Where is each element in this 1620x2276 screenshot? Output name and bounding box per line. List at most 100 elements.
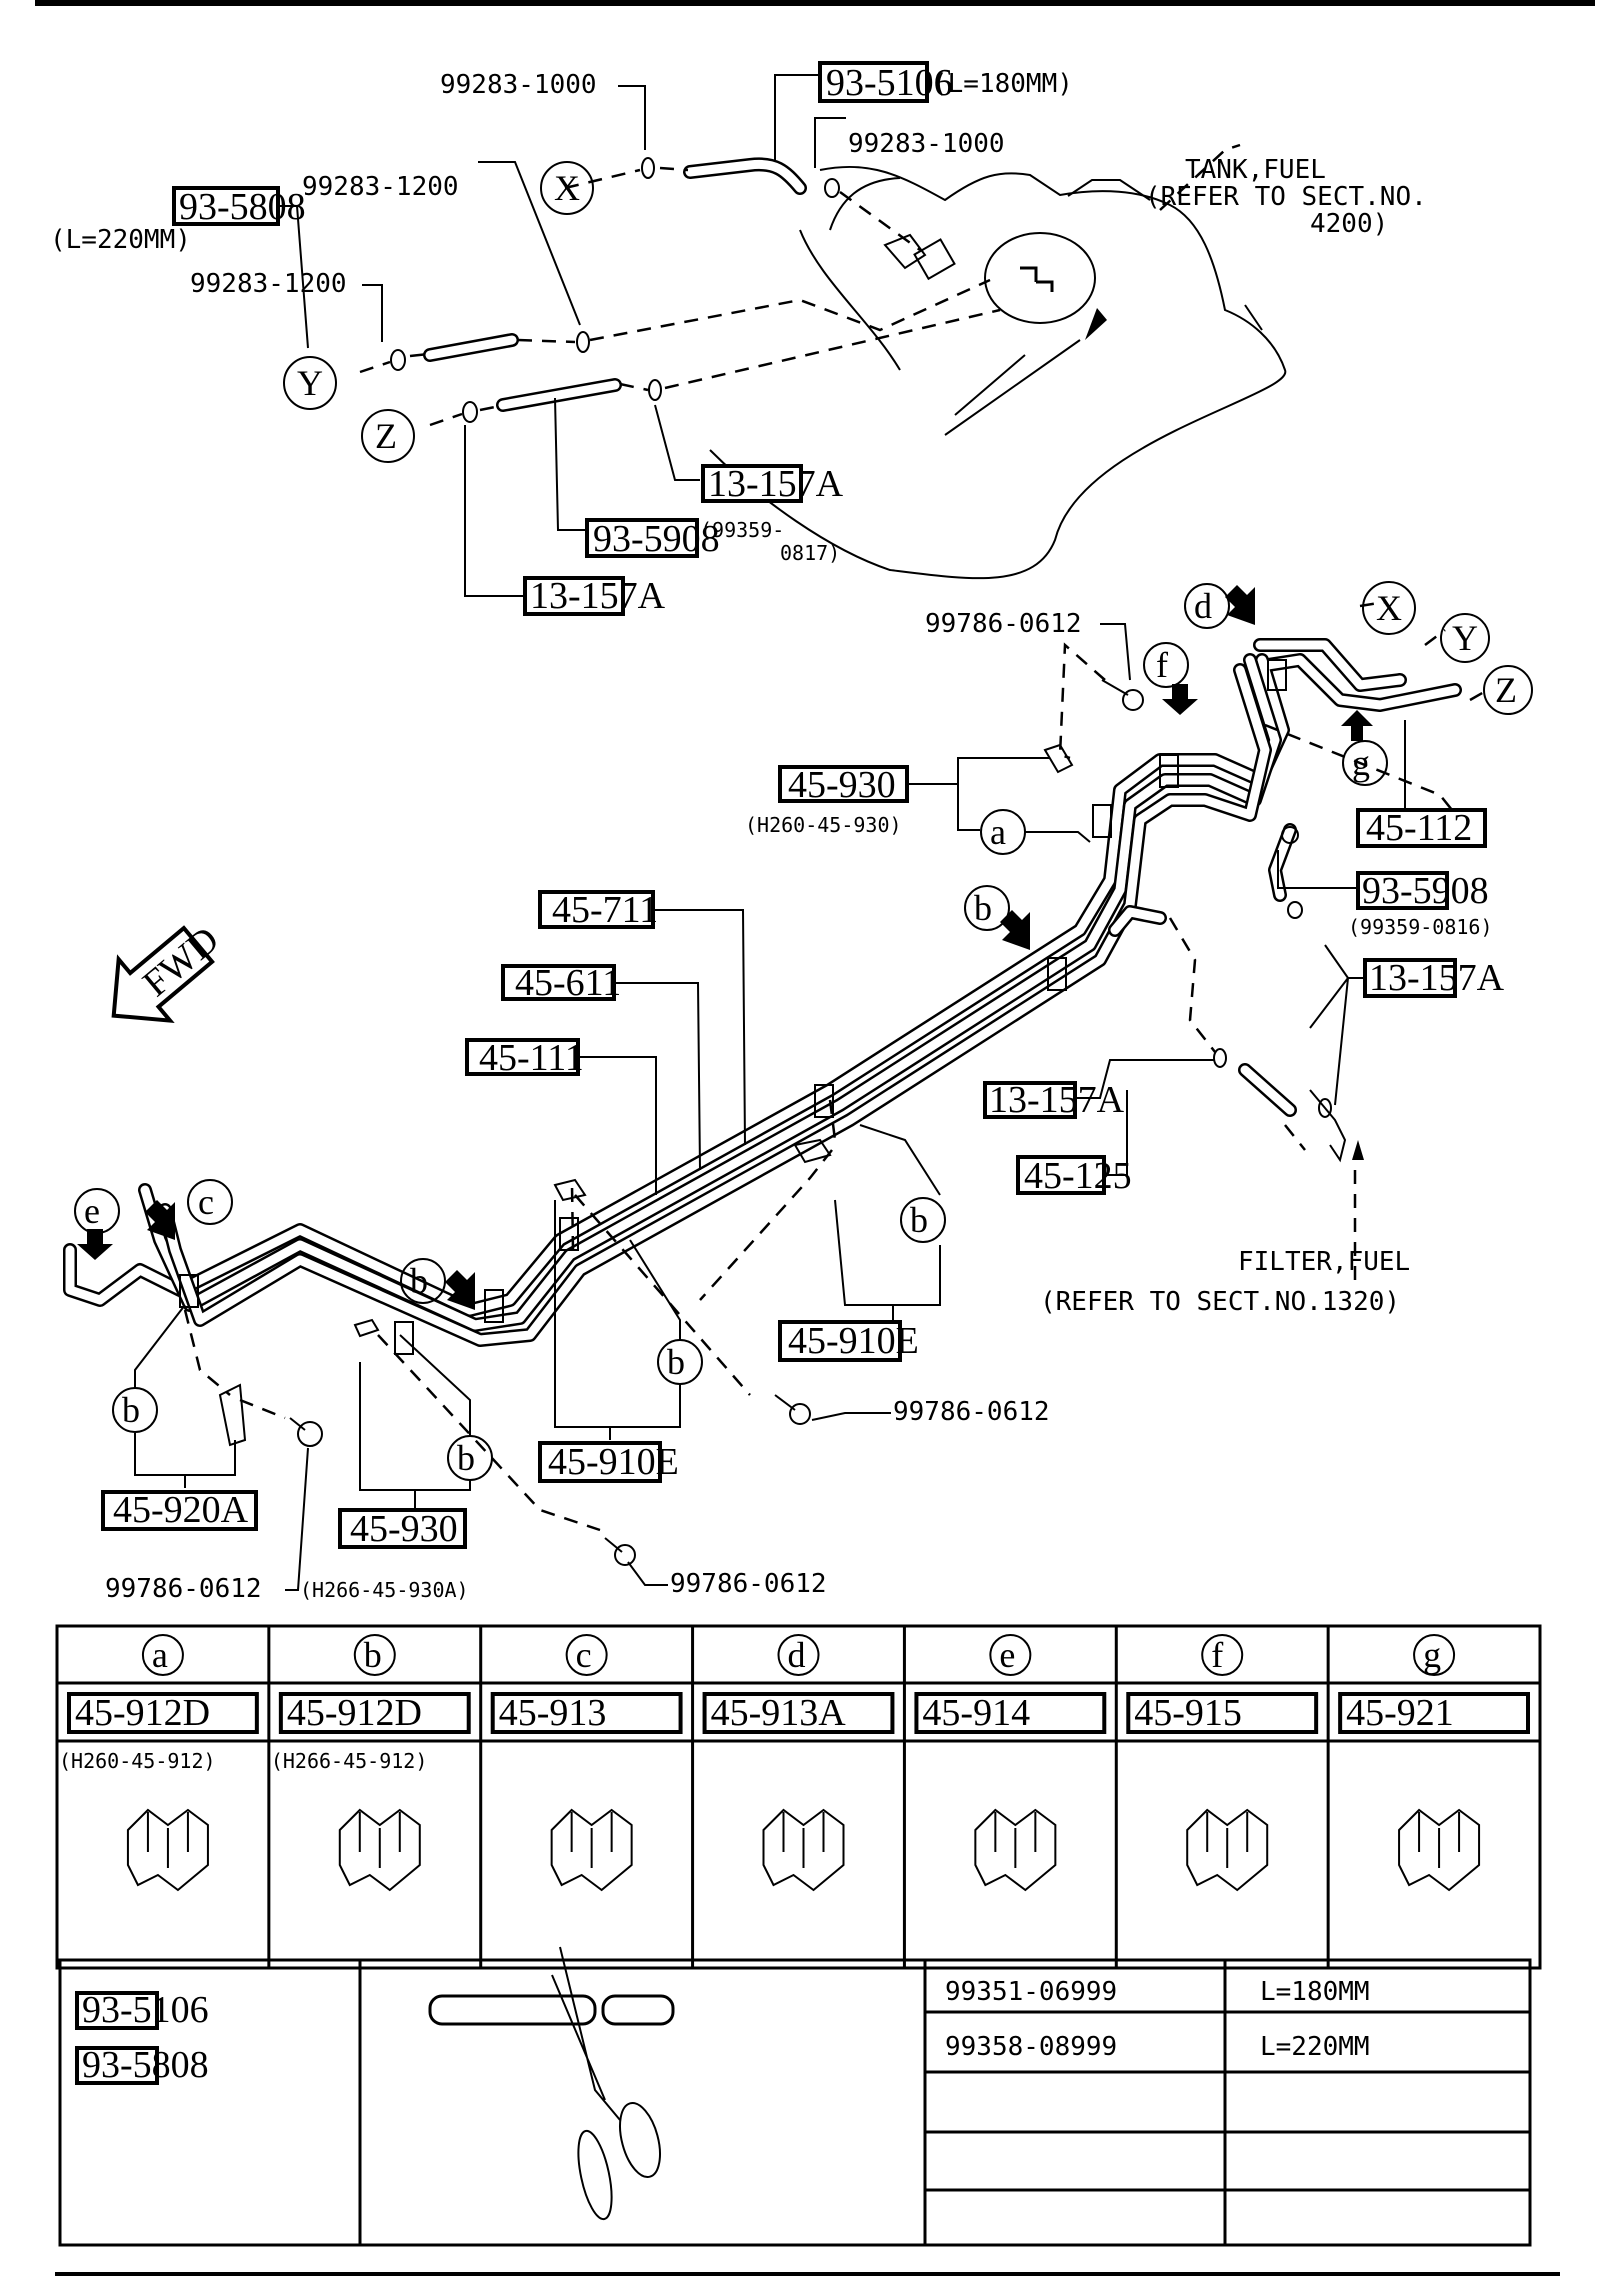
- part-93-5908-a: 93-5908: [593, 518, 720, 560]
- fuel-pipes: [63, 638, 1462, 1355]
- clip-callout-circle: [565, 1634, 608, 1676]
- clip-column-b: b45-912D(H266-45-912): [271, 1634, 471, 1892]
- svg-text:b: b: [122, 1390, 140, 1430]
- clip-table: a 45-912D (H260-45-912) b45-912D(H266-45-91…: [55, 1624, 1542, 1970]
- svg-text:g: g: [1352, 743, 1370, 783]
- tank-ref-line1: TANK,FUEL: [1185, 155, 1326, 185]
- label-93-5808-length: (L=220MM): [50, 225, 191, 255]
- svg-text:c: c: [198, 1182, 214, 1222]
- clip-callout-letter: a: [152, 1635, 168, 1675]
- callout-b: b: [400, 1258, 446, 1304]
- hose-part-0: 93-5106: [82, 1989, 209, 2031]
- pipe-clip-icon: [1186, 1808, 1269, 1892]
- bottom-rule: [55, 2272, 1560, 2276]
- svg-text:b: b: [457, 1438, 475, 1478]
- clip-part-box[interactable]: [490, 1692, 683, 1734]
- hose-part-box-0[interactable]: [75, 1991, 159, 2030]
- svg-text:b: b: [667, 1342, 685, 1382]
- clip-callout-letter: b: [364, 1635, 382, 1675]
- clip-callout-circle: [777, 1634, 820, 1676]
- clip-part-number: 45-912D: [75, 1692, 210, 1734]
- callout-b: b: [964, 885, 1010, 931]
- callout-arrows: [77, 585, 1373, 1310]
- svg-text:Z: Z: [1495, 670, 1517, 710]
- part-box-45-111[interactable]: [465, 1038, 580, 1076]
- hose-row-1-length: L=220MM: [1260, 2032, 1370, 2062]
- part-box-13-157A-a[interactable]: [701, 464, 803, 503]
- pipe-clip-icon: [126, 1808, 209, 1892]
- top-rule: [35, 0, 1595, 6]
- bracket-icon: [1043, 743, 1074, 774]
- clip-note: (H266-45-912): [271, 1749, 428, 1773]
- part-box-45-711[interactable]: [538, 890, 655, 929]
- callout-e: e: [74, 1188, 120, 1234]
- bracket-icon: [218, 1383, 247, 1447]
- clip-note: (H260-45-912): [59, 1749, 216, 1773]
- part-box-45-920A[interactable]: [101, 1490, 258, 1531]
- part-45-910E-a: 45-910E: [788, 1320, 919, 1362]
- bolt-icon: [289, 1417, 323, 1447]
- arrow-c-icon: [145, 1200, 175, 1240]
- clip-column-f: f45-915: [1126, 1634, 1319, 1892]
- fuel-tank-drawing: [709, 143, 1287, 580]
- pipe-clip-icon: [1398, 1808, 1481, 1892]
- part-box-93-5106[interactable]: [818, 61, 929, 103]
- clip-callout-circle: [141, 1634, 184, 1676]
- arrow-f-icon: [1162, 684, 1198, 715]
- part-box-13-157A-d[interactable]: [983, 1081, 1077, 1119]
- clip-part-box[interactable]: [914, 1692, 1107, 1734]
- part-45-711: 45-711: [552, 889, 658, 931]
- bolt-icon: [774, 1394, 811, 1425]
- label-99283-1000-b: 99283-1000: [848, 129, 1005, 159]
- clip-callout-letter: f: [1211, 1635, 1223, 1675]
- part-box-45-910E-b[interactable]: [538, 1441, 662, 1483]
- part-box-93-5908-b[interactable]: [1356, 871, 1449, 910]
- connector-y-bottom: Y: [1440, 613, 1490, 663]
- part-box-45-112[interactable]: [1356, 808, 1487, 848]
- part-box-93-5908-a[interactable]: [585, 518, 699, 558]
- part-box-13-157A-c[interactable]: [1363, 958, 1457, 998]
- part-93-5908-b: 93-5908: [1362, 870, 1489, 912]
- clip-column-g: g45-921: [1338, 1634, 1530, 1892]
- scissors-cutting-hose-icon: [428, 1946, 675, 2221]
- part-box-45-930-a[interactable]: [778, 765, 909, 803]
- svg-text:Z: Z: [375, 416, 397, 456]
- connector-z-bottom: Z: [1483, 665, 1533, 715]
- part-box-45-125[interactable]: [1016, 1155, 1106, 1195]
- clip-part-box[interactable]: [702, 1692, 895, 1734]
- hose-part-1: 93-5808: [82, 2044, 209, 2086]
- connector-x-top: X: [540, 161, 594, 215]
- label-45-930-a-sub: (H260-45-930): [745, 813, 902, 837]
- bolts-and-brackets: [183, 642, 1144, 1566]
- tank-ref-line2: (REFER TO SECT.NO.: [1145, 182, 1427, 212]
- label-45-930-b-sub: (H266-45-930A): [300, 1578, 469, 1602]
- hose-clamp-icon: [576, 331, 590, 353]
- callout-b: b: [112, 1387, 158, 1433]
- tank-ref-line3: 4200): [1310, 209, 1388, 239]
- clip-callout-circle: [1413, 1634, 1456, 1676]
- hose-clamp-icon: [824, 178, 840, 198]
- hose-part-box-1[interactable]: [75, 2046, 159, 2085]
- clip-callout-letter: g: [1423, 1635, 1441, 1675]
- label-99786-0612-d: 99786-0612: [105, 1574, 262, 1604]
- clip-part-box[interactable]: [1338, 1692, 1530, 1734]
- part-box-13-157A-b[interactable]: [523, 576, 625, 616]
- callout-d: d: [1184, 583, 1230, 629]
- part-13-157A-a: 13-157A: [708, 463, 844, 505]
- part-box-45-611[interactable]: [501, 964, 616, 1001]
- clip-part-box[interactable]: [67, 1692, 259, 1734]
- callout-g: g: [1342, 740, 1388, 786]
- clip-part-box[interactable]: [1126, 1692, 1319, 1734]
- arrow-g-icon: [1341, 710, 1373, 741]
- part-box-45-930-b[interactable]: [338, 1508, 467, 1549]
- part-box-45-910E-a[interactable]: [778, 1320, 902, 1362]
- hose-clamp-icon: [641, 157, 655, 179]
- svg-text:d: d: [1194, 586, 1212, 626]
- callout-f: f: [1143, 642, 1189, 688]
- svg-text:X: X: [1376, 588, 1402, 628]
- part-box-93-5808[interactable]: [172, 186, 280, 226]
- clip-part-box[interactable]: [278, 1692, 471, 1734]
- clip-part-number: 45-913: [499, 1692, 607, 1734]
- label-93-5106-length: (L=180MM): [932, 69, 1073, 99]
